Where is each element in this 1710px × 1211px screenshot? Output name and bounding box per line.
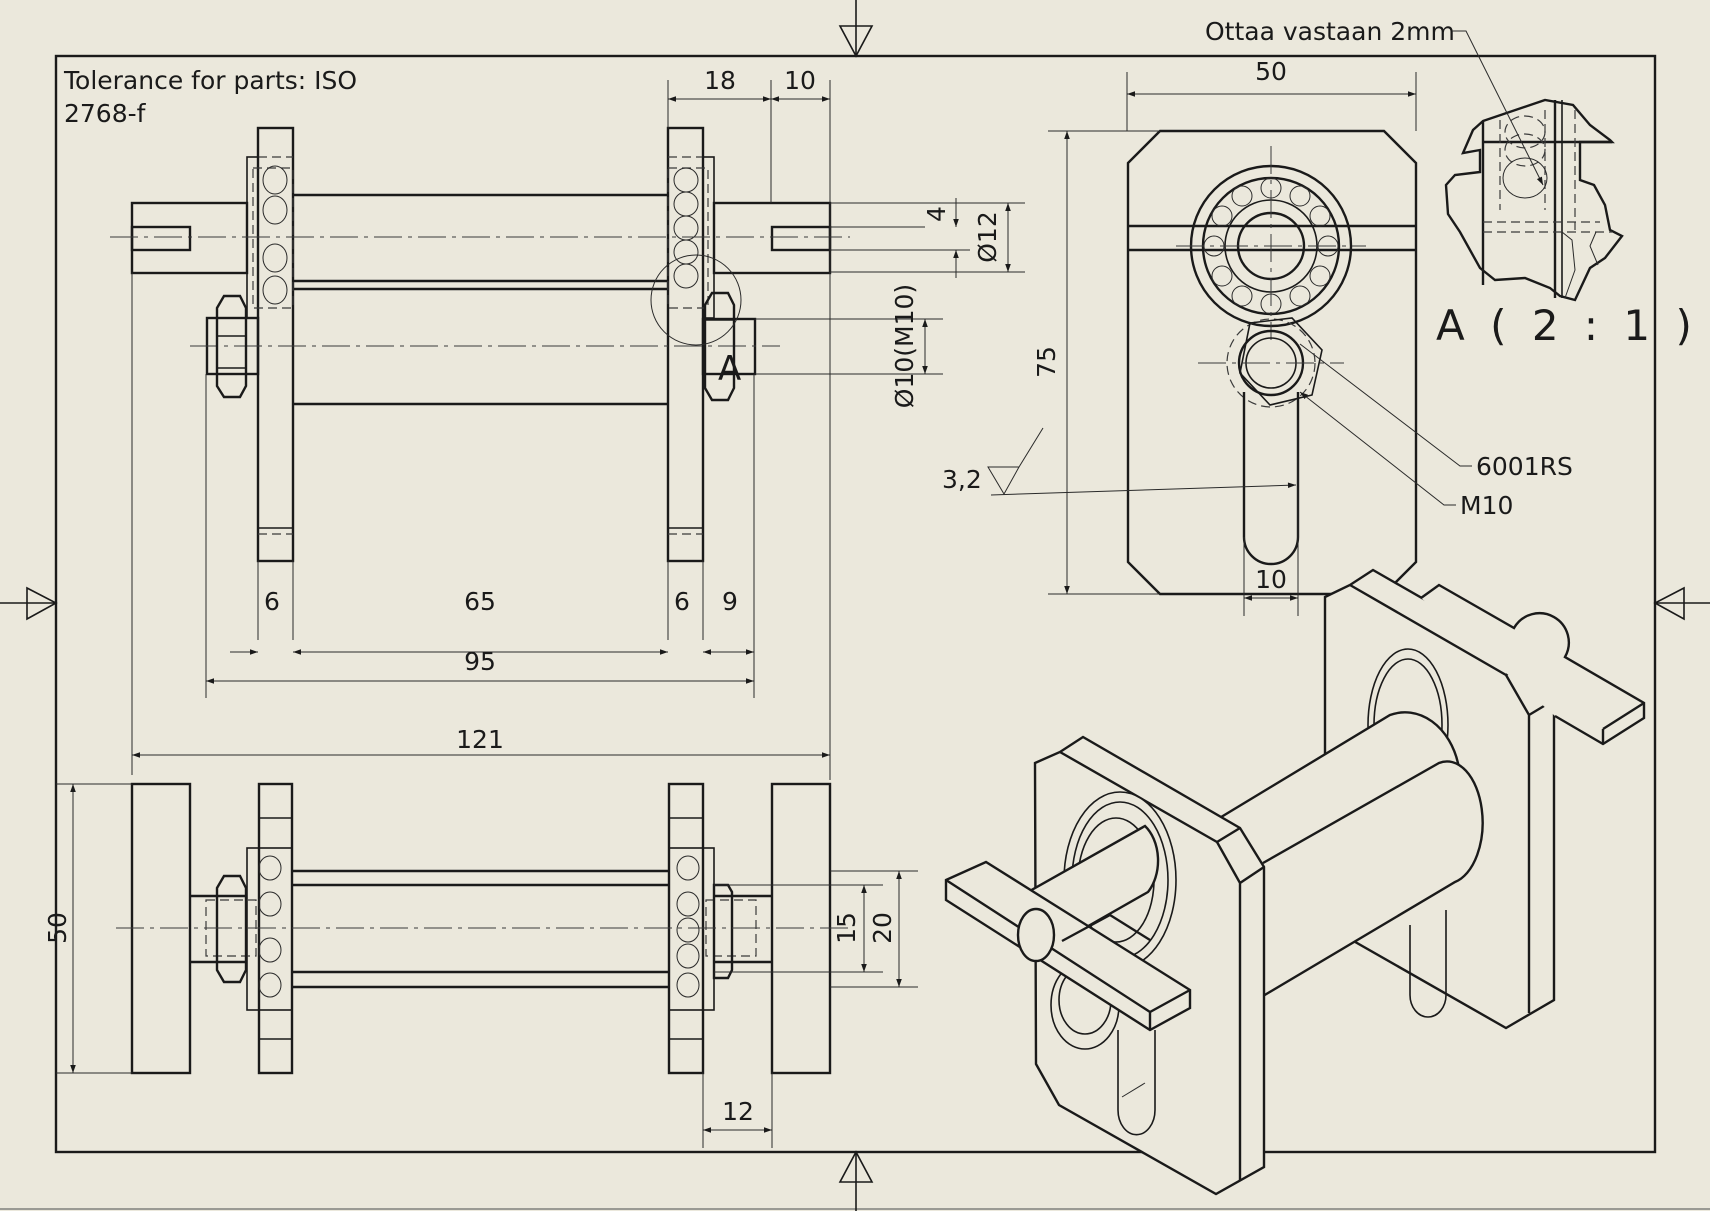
side-view: 50 75 10 3,2 6001RS M10 [942,57,1573,616]
iso-front-handle [944,824,1192,1032]
top-callout: Ottaa vastaan 2mm [1205,17,1544,186]
dim-side-50-text: 50 [1255,57,1287,86]
side-slot [1242,392,1300,566]
left-plate [256,126,295,563]
tolerance-note-line1: Tolerance for parts: ISO [63,66,357,95]
tolerance-note-line2: 2768-f [64,99,147,128]
detail-circle-a [650,254,742,346]
dim-bottom-15: 15 [714,884,883,973]
bottom-center-mark [838,1150,874,1211]
side-bearing [1176,146,1366,340]
surface-roughness-symbol: 3,2 [942,427,1297,496]
detail-outline [1444,98,1624,302]
dim-side-75: 75 [1032,130,1160,595]
right-keyway [770,225,832,252]
left-nut [215,294,248,399]
dim-18-text: 18 [704,66,736,95]
dim-bottom-50-text: 50 [43,912,72,944]
right-center-mark [1653,586,1710,621]
dim-bottom-20-text: 20 [868,912,897,944]
detail-view-a: A ( 2 : 1 ) [1436,98,1698,350]
right-nut [703,291,736,402]
dim-side-10: 10 [1243,420,1299,616]
dim-6-right-text: 6 [674,587,690,616]
dim-bottom-12-text: 12 [722,1097,754,1126]
dim-bottom-20: 20 [830,870,918,988]
left-center-mark [0,586,58,621]
dim-shaft-diameter: Ø12 [973,203,1011,272]
dim-95-text: 95 [464,647,496,676]
dim-shaft-diameter-text: Ø12 [973,211,1002,263]
surface-roughness-text: 3,2 [942,465,982,494]
dim-10-top-text: 10 [784,66,816,95]
nut-callout-text: M10 [1460,491,1513,520]
right-bearing-balls [673,167,699,289]
dim-bottom-12: 12 [702,1073,773,1148]
detail-view-label: A ( 2 : 1 ) [1436,301,1698,350]
dim-95: 95 [205,374,755,698]
bearing-callout-text: 6001RS [1476,452,1573,481]
dim-4: 4 [830,198,1025,278]
dim-10-top: 10 [771,66,831,780]
top-callout-text: Ottaa vastaan 2mm [1205,17,1455,46]
dim-side-50: 50 [1126,57,1417,131]
bottom-right-nut [712,883,734,980]
dim-6-left-text: 6 [264,587,280,616]
dim-bottom-15-text: 15 [832,912,861,944]
top-center-mark [838,0,874,58]
detail-marker-a: A [718,349,741,389]
dim-18: 18 [667,66,772,203]
tolerance-note: Tolerance for parts: ISO 2768-f [63,66,357,128]
dim-65-text: 65 [464,587,496,616]
side-nut [1198,317,1344,408]
dim-4-text: 4 [922,206,951,222]
dim-121-text: 121 [456,725,504,754]
left-keyway [130,225,192,252]
dim-bolt-diameter-text: Ø10(M10) [890,284,919,408]
dim-bolt-diameter: Ø10(M10) [755,284,943,408]
dim-row-plates: 6 65 6 9 [230,561,754,655]
front-view: A 18 10 4 Ø12 [110,66,1025,780]
bottom-view: 50 15 20 12 [43,782,918,1148]
dim-bottom-50: 50 [43,783,132,1074]
nut-callout: M10 [1299,391,1513,520]
isometric-view [944,568,1646,1196]
dim-9-text: 9 [722,587,738,616]
bearing-callout: 6001RS [1299,343,1573,481]
left-bearing-balls [262,165,288,305]
dim-121: 121 [131,273,830,775]
dim-side-10-text: 10 [1255,565,1287,594]
bottom-left-nut [215,874,248,984]
dim-side-75-text: 75 [1032,346,1061,378]
